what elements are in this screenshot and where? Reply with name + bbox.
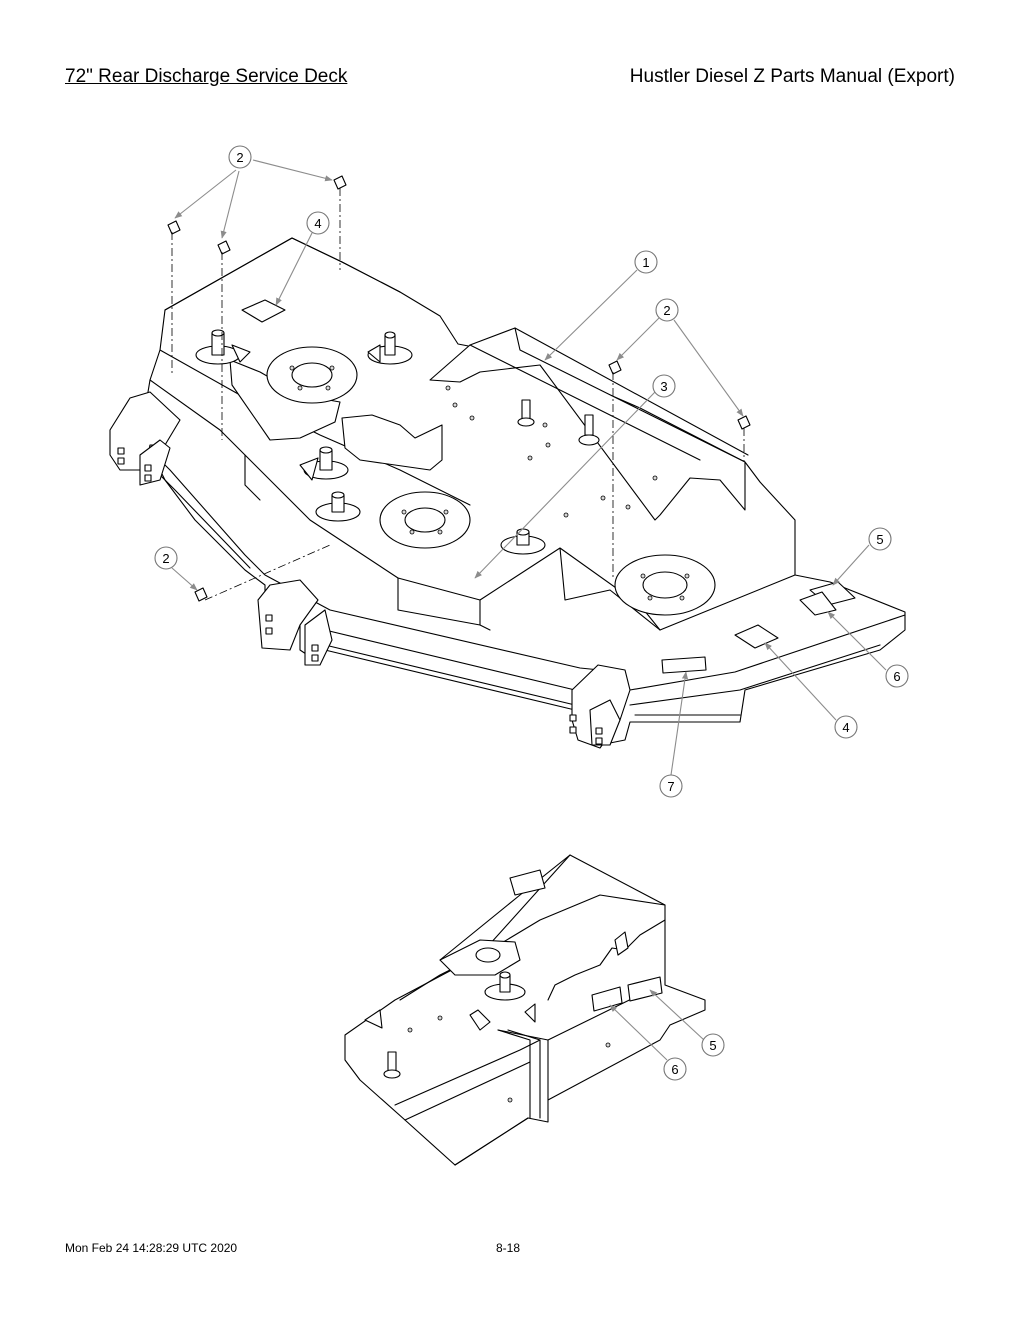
callout-balloon-5b: 5 <box>701 1033 725 1057</box>
callout-number: 5 <box>876 532 883 547</box>
callout-balloon-4b: 4 <box>834 715 858 739</box>
callout-balloon-2c: 2 <box>154 546 178 570</box>
callout-balloon-5a: 5 <box>868 527 892 551</box>
main-view-leaders <box>171 159 887 776</box>
callout-number: 3 <box>660 379 667 394</box>
callout-balloon-2b: 2 <box>655 298 679 322</box>
callout-balloon-4a: 4 <box>306 211 330 235</box>
callout-number: 4 <box>842 720 849 735</box>
callout-number: 2 <box>162 551 169 566</box>
callout-balloon-2a: 2 <box>228 145 252 169</box>
deck-detail-view <box>344 854 706 1166</box>
manual-title: Hustler Diesel Z Parts Manual (Export) <box>629 66 955 87</box>
callout-balloon-7: 7 <box>659 774 683 798</box>
callout-number: 6 <box>893 669 900 684</box>
callout-number: 2 <box>663 303 670 318</box>
callout-balloon-1: 1 <box>634 250 658 274</box>
deck-main-view <box>109 175 906 749</box>
callout-number: 2 <box>236 150 243 165</box>
callout-number: 4 <box>314 216 321 231</box>
callout-balloon-3: 3 <box>652 374 676 398</box>
callout-number: 6 <box>671 1062 678 1077</box>
callout-number: 1 <box>642 255 649 270</box>
callout-balloon-6a: 6 <box>885 664 909 688</box>
callout-number: 5 <box>709 1038 716 1053</box>
detail-view-leaders <box>609 989 705 1061</box>
callout-number: 7 <box>667 779 674 794</box>
page-number: 8-18 <box>496 1241 521 1255</box>
page-title: 72" Rear Discharge Service Deck <box>65 66 348 87</box>
callout-balloon-6b: 6 <box>663 1057 687 1081</box>
footer-timestamp: Mon Feb 24 14:28:29 UTC 2020 <box>65 1241 238 1255</box>
